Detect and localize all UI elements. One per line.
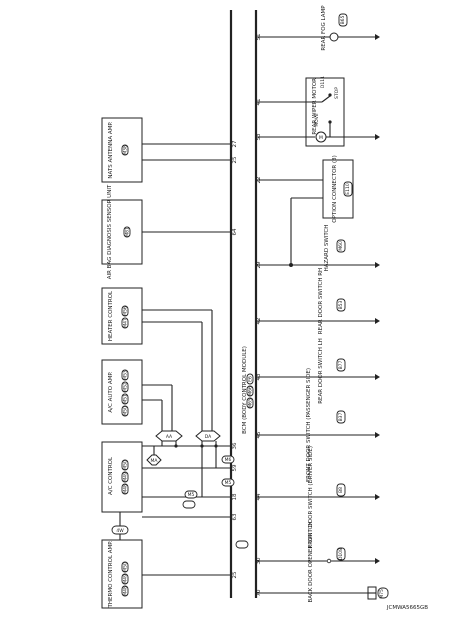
svg-text:M6: M6 [225, 457, 232, 463]
module-thermo-control-amp: THERMO CONTROL AMP. M48 M49 M50 [101, 539, 143, 609]
bcm-left-pins: 25 63 18 59 36 36 64 25 27 [232, 140, 238, 578]
svg-text:M50: M50 [123, 460, 129, 470]
svg-text:M: M [319, 135, 323, 141]
svg-text:M51: M51 [123, 394, 129, 404]
pin-label: 63 [232, 513, 238, 520]
svg-text:M65: M65 [248, 398, 254, 408]
svg-text:STOP: STOP [334, 87, 340, 99]
svg-text:REAR FOG LAMP: REAR FOG LAMP [321, 5, 327, 51]
module-nats-antenna: NATS ANTENNA AMP. M38 [101, 117, 143, 183]
svg-text:M53: M53 [123, 370, 129, 380]
svg-text:E110: E110 [345, 183, 351, 195]
svg-text:M56: M56 [123, 306, 129, 316]
svg-text:B37: B37 [338, 412, 344, 421]
svg-text:M75: M75 [379, 589, 385, 599]
module-ac-auto-amp: A/C AUTO AMP. M50 M51 M52 M53 [101, 359, 143, 425]
svg-text:NATS ANTENNA AMP.: NATS ANTENNA AMP. [108, 121, 114, 178]
svg-text:AA: AA [166, 434, 173, 440]
bcm-title: BCM (BODY CONTROL MODULE) [242, 346, 248, 434]
right-wiring: M75 BACK DOOR OPENER SWITCH D108 FRONT D… [256, 5, 389, 603]
pin-label: 64 [232, 228, 238, 235]
marker-ma [146, 454, 162, 466]
svg-text:M50: M50 [123, 406, 129, 416]
svg-text:REAR WIPER MOTOR: REAR WIPER MOTOR [312, 78, 318, 135]
bcm-unit: BCM (BODY CONTROL MODULE) M65 M66 E6 [229, 10, 258, 598]
module-ac-control: A/C CONTROL M48 M49 M50 [101, 441, 143, 513]
reference-code: JCMWA5665GB [386, 605, 428, 611]
marker-mrh-left [221, 478, 235, 487]
svg-text:FRONT DOOR SWITCH (PASSENGER S: FRONT DOOR SWITCH (PASSENGER SIDE) [306, 368, 312, 482]
svg-text:M48: M48 [123, 586, 129, 596]
svg-text:M81: M81 [125, 227, 131, 237]
svg-text:B8: B8 [338, 487, 344, 493]
marker-m6a [221, 455, 235, 464]
svg-text:REAR DOOR SWITCH LH: REAR DOOR SWITCH LH [318, 338, 324, 404]
svg-text:A/C AUTO AMP.: A/C AUTO AMP. [108, 371, 114, 412]
fog-lamp-icon [329, 32, 339, 42]
svg-text:E6: E6 [248, 376, 254, 382]
marker-mrh-right [184, 490, 198, 499]
pin-label: 25 [232, 156, 238, 163]
module-airbag-sensor: AIR BAG DIAGNOSIS SENSOR UNIT M81 [101, 184, 143, 279]
svg-text:M50: M50 [123, 562, 129, 572]
svg-text:REAR DOOR SWITCH RH: REAR DOOR SWITCH RH [318, 268, 324, 334]
svg-text:M47: M47 [123, 318, 129, 328]
svg-text:4W: 4W [116, 528, 124, 534]
svg-text:B77: B77 [338, 360, 344, 369]
svg-text:M5: M5 [225, 480, 232, 486]
svg-text:MA: MA [151, 458, 159, 464]
svg-text:B53: B53 [338, 300, 344, 309]
svg-text:B65: B65 [340, 15, 346, 24]
bcm-connector-codes: M65 M66 E6 [246, 373, 254, 409]
svg-text:FRONT DOOR SWITCH (DRIVER SIDE: FRONT DOOR SWITCH (DRIVER SIDE) [308, 446, 314, 548]
svg-text:D111: D111 [320, 76, 326, 88]
module-heater-control: HEATER CONTROL M47 M56 [101, 287, 143, 345]
svg-text:A/C CONTROL: A/C CONTROL [108, 456, 114, 495]
svg-text:M66: M66 [248, 386, 254, 396]
pin-label: 27 [232, 140, 238, 147]
svg-text:M48: M48 [123, 484, 129, 494]
svg-text:M49: M49 [123, 472, 129, 482]
svg-text:M60: M60 [338, 241, 344, 251]
svg-text:DA: DA [205, 434, 212, 440]
svg-text:M49: M49 [123, 574, 129, 584]
svg-text:M5: M5 [188, 492, 195, 498]
svg-text:THERMO CONTROL AMP.: THERMO CONTROL AMP. [108, 540, 114, 608]
svg-text:OPTION CONNECTOR (3): OPTION CONNECTOR (3) [332, 155, 338, 223]
svg-text:HEATER CONTROL: HEATER CONTROL [108, 290, 114, 341]
left-wiring: 4W MA AA DA [111, 143, 249, 576]
svg-text:HAZARD SWITCH: HAZARD SWITCH [324, 225, 330, 272]
pin-label: 25 [232, 571, 238, 578]
pin-label: 18 [232, 493, 238, 500]
svg-text:M52: M52 [123, 382, 129, 392]
svg-text:D108: D108 [338, 548, 344, 560]
svg-text:M38: M38 [123, 145, 129, 155]
svg-text:MOVE: MOVE [314, 113, 320, 126]
pin-label: 36 [232, 442, 238, 449]
ground-terminal: M75 [367, 586, 389, 600]
pin-label: 59 [232, 464, 238, 471]
svg-text:AIR BAG DIAGNOSIS SENSOR UNIT: AIR BAG DIAGNOSIS SENSOR UNIT [107, 184, 113, 279]
svg-text:BACK DOOR OPENER SWITCH: BACK DOOR OPENER SWITCH [308, 522, 314, 603]
